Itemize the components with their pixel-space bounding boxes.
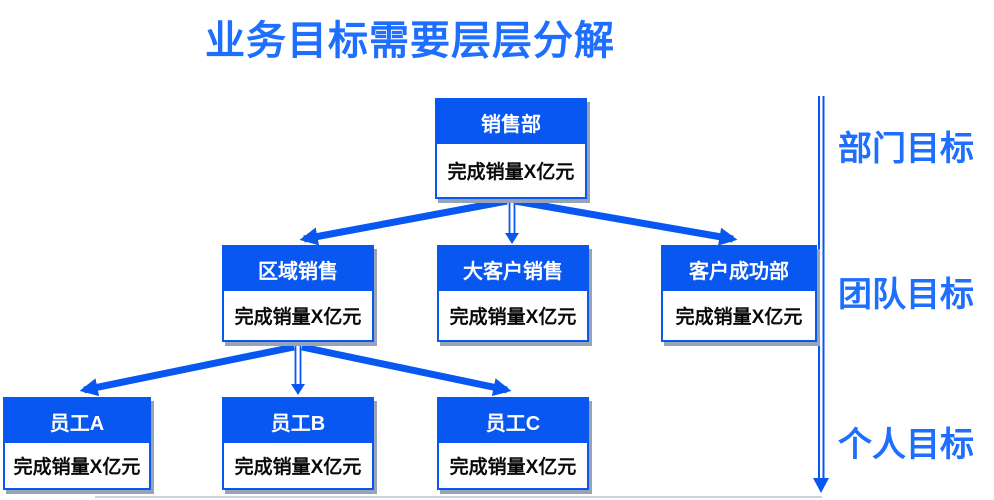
node-title: 销售部 <box>437 100 585 144</box>
node-goal-value: 完成销量X亿元 <box>663 291 815 340</box>
label-personal-goal: 个人目标 <box>838 426 974 464</box>
node-goal-value: 完成销量X亿元 <box>5 443 149 488</box>
node-title: 客户成功部 <box>663 247 815 291</box>
node-goal-value: 完成销量X亿元 <box>439 443 587 488</box>
label-team-goal: 团队目标 <box>838 276 974 314</box>
node-goal-value: 完成销量X亿元 <box>224 291 372 340</box>
connector-root-to-team-left <box>299 197 508 246</box>
node-title: 员工C <box>439 399 587 443</box>
node-employee-c: 员工C 完成销量X亿元 <box>437 397 589 490</box>
node-title: 区域销售 <box>224 247 372 291</box>
node-goal-value: 完成销量X亿元 <box>437 144 585 197</box>
node-goal-value: 完成销量X亿元 <box>224 443 372 488</box>
connector-root-to-team-right <box>514 197 738 246</box>
node-customer-success: 客户成功部 完成销量X亿元 <box>661 245 817 342</box>
node-title: 员工A <box>5 399 149 443</box>
connector-root-to-team-middle <box>505 200 519 244</box>
node-regional-sales: 区域销售 完成销量X亿元 <box>222 245 374 342</box>
node-goal-value: 完成销量X亿元 <box>439 291 587 340</box>
node-title: 大客户销售 <box>439 247 587 291</box>
label-department-goal: 部门目标 <box>838 130 974 168</box>
node-key-account-sales: 大客户销售 完成销量X亿元 <box>437 245 589 342</box>
node-employee-b: 员工B 完成销量X亿元 <box>222 397 374 490</box>
connector-team-to-emp-c <box>301 343 512 397</box>
bottom-divider <box>95 496 822 498</box>
arrowhead-icon <box>291 384 305 395</box>
node-employee-a: 员工A 完成销量X亿元 <box>3 397 151 490</box>
connector-team-to-emp-a <box>79 343 295 397</box>
node-title: 员工B <box>224 399 372 443</box>
axis-arrow-icon <box>813 478 829 493</box>
arrowhead-icon <box>505 233 519 244</box>
node-sales-department: 销售部 完成销量X亿元 <box>435 98 587 199</box>
page-title: 业务目标需要层层分解 <box>205 19 615 63</box>
connector-team-to-emp-b <box>291 346 305 395</box>
